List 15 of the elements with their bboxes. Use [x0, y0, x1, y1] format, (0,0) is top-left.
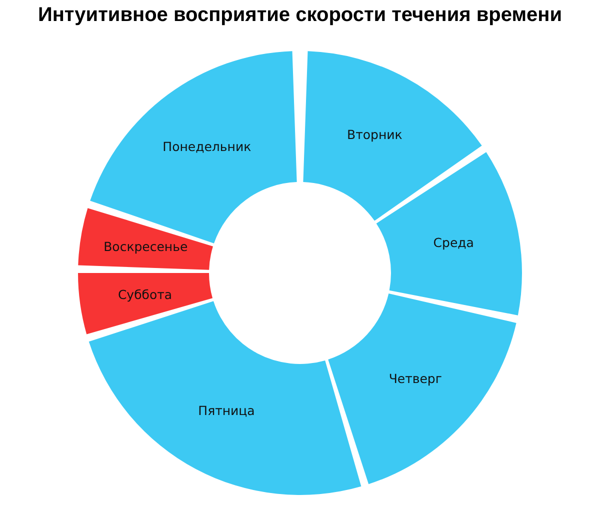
- chart-title: Интуитивное восприятие скорости течения времени: [36, 4, 564, 27]
- donut-slice: [88, 301, 362, 495]
- donut-slice: [90, 51, 297, 244]
- day-label: Вторник: [346, 126, 404, 144]
- donut-slice: [376, 152, 522, 316]
- day-label: Пятница: [197, 402, 256, 420]
- donut-slice: [78, 208, 213, 270]
- donut-slice: [328, 293, 516, 484]
- day-label: Понедельник: [162, 138, 252, 156]
- day-label: Четверг: [388, 370, 443, 388]
- day-label: Суббота: [116, 286, 174, 304]
- day-label: Среда: [432, 234, 475, 252]
- donut-slice: [303, 51, 482, 221]
- day-label: Воскресенье: [102, 238, 189, 256]
- donut-slice: [78, 273, 213, 334]
